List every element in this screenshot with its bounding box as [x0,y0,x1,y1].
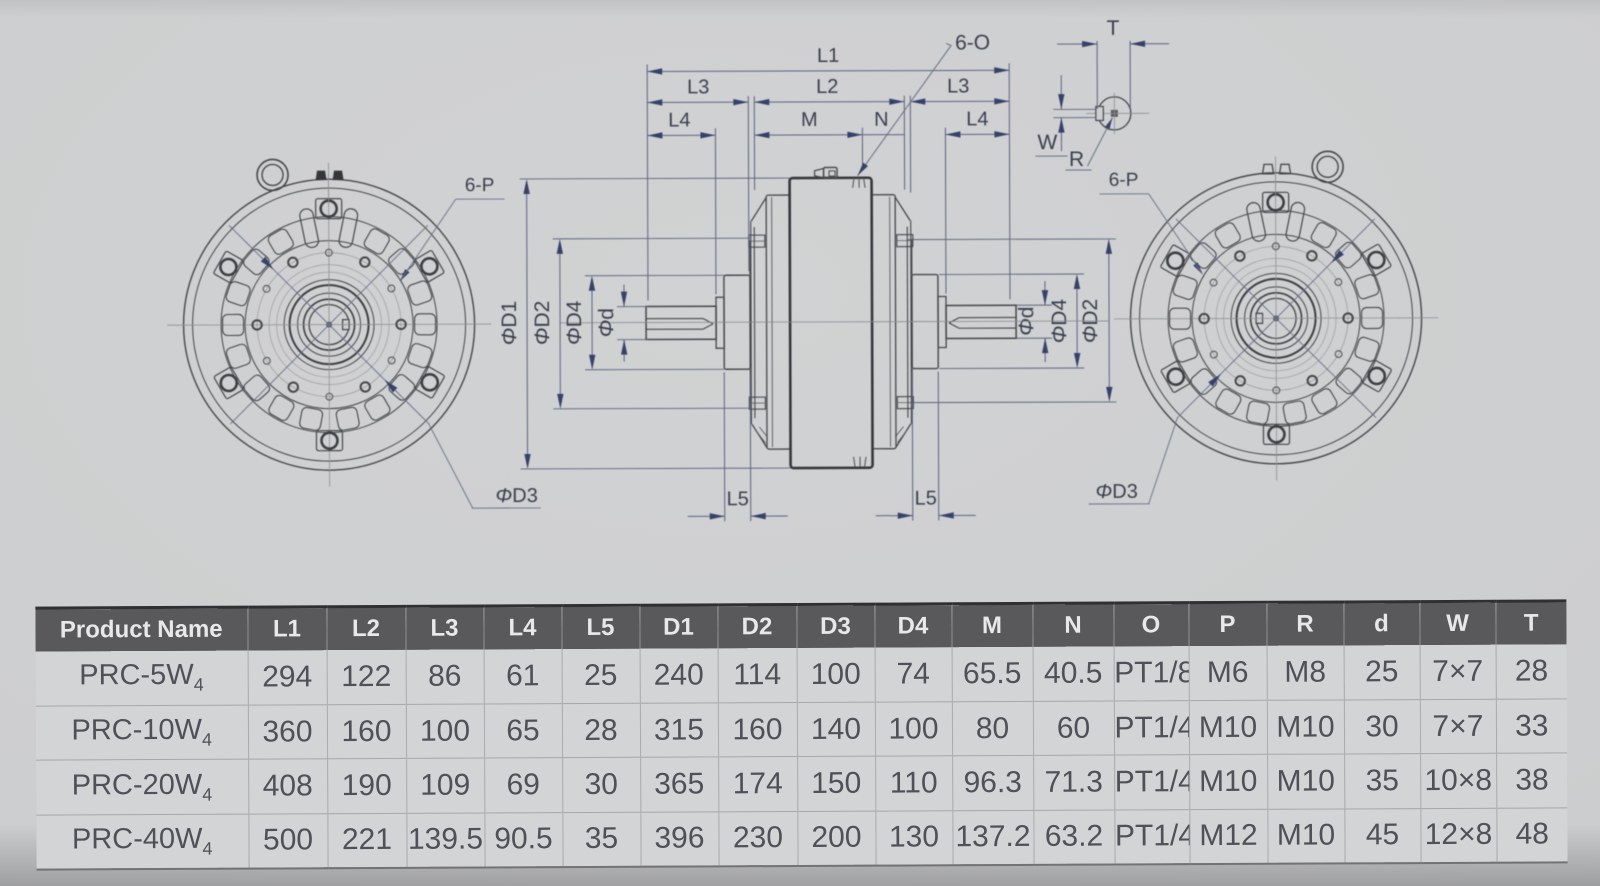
svg-text:L4: L4 [668,109,690,131]
svg-text:6-P: 6-P [1109,170,1139,191]
svg-text:Φd: Φd [595,308,618,337]
svg-text:ΦD2: ΦD2 [531,301,554,346]
svg-text:L1: L1 [817,45,839,67]
svg-text:6-P: 6-P [465,175,495,196]
svg-text:T: T [1107,17,1120,40]
svg-text:ΦD3: ΦD3 [495,485,537,507]
svg-text:L2: L2 [816,76,838,98]
svg-text:ΦD3: ΦD3 [1095,481,1137,503]
svg-text:L4: L4 [966,108,988,130]
svg-text:W: W [1037,131,1057,154]
svg-text:ΦD1: ΦD1 [498,301,521,346]
svg-text:ΦD4: ΦD4 [563,300,586,345]
svg-text:L3: L3 [947,75,969,97]
svg-text:L5: L5 [915,488,937,510]
svg-text:L3: L3 [687,76,709,98]
svg-text:6-O: 6-O [955,31,990,54]
svg-text:L5: L5 [727,488,749,510]
svg-text:M: M [801,109,818,131]
svg-text:R: R [1069,148,1084,171]
svg-text:N: N [874,109,889,131]
